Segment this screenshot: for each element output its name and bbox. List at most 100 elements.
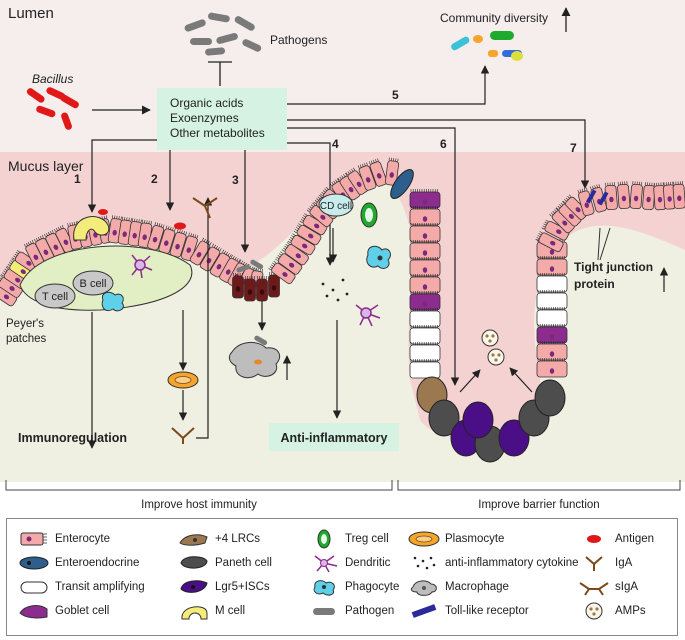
amps-cluster bbox=[481, 329, 505, 366]
legend-item-m-cell: M cell bbox=[177, 601, 245, 621]
enterocyte-cell bbox=[642, 182, 656, 211]
inhibition-line bbox=[208, 61, 232, 86]
paneth-cell bbox=[534, 379, 566, 417]
cytokine-dots bbox=[321, 278, 349, 302]
legend-item-goblet-cell: Goblet cell bbox=[17, 601, 109, 621]
legend-item-toll-like-receptor: Toll-like receptor bbox=[407, 601, 529, 621]
crypt-wall-cell bbox=[536, 358, 568, 378]
step-5: 5 bbox=[392, 88, 399, 102]
metabolites-box bbox=[157, 88, 287, 150]
phagocyte-2-nucleus bbox=[377, 255, 383, 261]
legend-label: Plasmocyte bbox=[445, 533, 505, 545]
legend-label: Antigen bbox=[615, 533, 655, 545]
step-2: 2 bbox=[151, 172, 158, 186]
legend-item-lrc: +4 LRCs bbox=[177, 529, 260, 549]
transit-amplifying-cell bbox=[409, 342, 441, 362]
siga-molecule bbox=[192, 197, 218, 219]
enterocyte-cell bbox=[662, 181, 677, 210]
metabolite-other: Other metabolites bbox=[170, 126, 265, 140]
transit-amplifying-cell bbox=[409, 359, 441, 379]
treg-cell-icon bbox=[307, 529, 341, 549]
m-cell-icon bbox=[177, 601, 211, 621]
enterocyte-cell bbox=[268, 260, 296, 284]
antigen-1 bbox=[98, 209, 108, 215]
legend-label: Pathogen bbox=[345, 605, 395, 617]
legend-item-pathogen: Pathogen bbox=[307, 601, 394, 621]
treg-cell-nucleus bbox=[365, 208, 373, 222]
macrophage bbox=[228, 342, 281, 379]
tight-junction-pointer bbox=[597, 227, 611, 261]
transit-amplifying-cell bbox=[409, 308, 441, 328]
macrophage-nucleus bbox=[254, 359, 262, 365]
crypt-wall-cell bbox=[536, 290, 568, 310]
enterocyte-cell bbox=[409, 223, 441, 243]
lumen-region bbox=[0, 0, 685, 152]
crypt-cell bbox=[232, 273, 244, 299]
legend-item-siga: sIgA bbox=[577, 577, 638, 597]
peyers-label-2: patches bbox=[6, 333, 47, 345]
enterocyte-cell bbox=[535, 231, 564, 253]
epithelium bbox=[0, 157, 685, 463]
enterocyte-cell bbox=[385, 157, 399, 186]
legend-item-transit-amplifying: Transit amplifying bbox=[17, 577, 145, 597]
legend-item-enterocyte: Enterocyte bbox=[17, 529, 110, 549]
crypt-wall-cell bbox=[536, 324, 568, 344]
enteroendocrine-cell bbox=[390, 169, 414, 199]
legend-label: sIgA bbox=[615, 581, 639, 593]
legend-label: Paneth cell bbox=[215, 557, 272, 569]
legend-item-dendritic: Dendritic bbox=[307, 553, 390, 573]
enterocyte-cell bbox=[180, 232, 199, 261]
enteroendocrine-icon bbox=[17, 553, 51, 573]
enterocyte-cell bbox=[409, 291, 441, 311]
iga-icon bbox=[577, 553, 611, 573]
crypt-wall-cell bbox=[536, 307, 568, 327]
legend-item-macrophage: Macrophage bbox=[407, 577, 509, 597]
bacillus-label: Bacillus bbox=[32, 72, 73, 86]
legend-label: Macrophage bbox=[445, 581, 509, 593]
enterocyte-cell bbox=[617, 181, 631, 210]
enterocyte-cell bbox=[409, 206, 441, 226]
peyers-label-1: Peyer's bbox=[6, 318, 44, 330]
enterocyte-cell bbox=[189, 237, 212, 266]
enterocyte-cell bbox=[629, 181, 643, 210]
pathogens-label: Pathogens bbox=[270, 33, 327, 47]
t-cell-label: T cell bbox=[42, 291, 68, 303]
metabolite-organic-acids: Organic acids bbox=[170, 96, 243, 110]
legend-label: Lgr5+ISCs bbox=[215, 581, 270, 593]
paneth-cell-icon bbox=[177, 553, 211, 573]
community-bacteria bbox=[451, 31, 523, 61]
step-4: 4 bbox=[332, 137, 339, 151]
dendritic-icon bbox=[307, 553, 341, 573]
legend-item-plasmocyte: Plasmocyte bbox=[407, 529, 504, 549]
step-6: 6 bbox=[440, 137, 447, 151]
lgr5-isc-icon bbox=[177, 577, 211, 597]
legend-item-lgr5-isc: Lgr5+ISCs bbox=[177, 577, 270, 597]
toll-like-receptor bbox=[586, 189, 597, 204]
iga-return-arrow bbox=[196, 197, 213, 439]
enterocyte-cell bbox=[409, 257, 441, 277]
enterocyte-cell bbox=[409, 240, 441, 260]
m-cell bbox=[73, 216, 110, 241]
antigen-2 bbox=[174, 222, 186, 230]
legend-label: anti-inflammatory cytokine bbox=[445, 557, 579, 569]
enterocyte-cell bbox=[409, 189, 441, 209]
engulfed-pathogen bbox=[254, 335, 268, 346]
plasmocyte-icon bbox=[407, 529, 441, 549]
anti-inflammatory-box bbox=[269, 423, 399, 451]
crypt-wall-cell bbox=[536, 341, 568, 361]
legend-label: Goblet cell bbox=[55, 605, 110, 617]
legend-item-antigen: Antigen bbox=[577, 529, 654, 549]
bacillus-bacteria bbox=[26, 87, 79, 130]
step-1: 1 bbox=[74, 172, 81, 186]
crypt-wall-cell bbox=[536, 273, 568, 293]
legend-label: Transit amplifying bbox=[55, 581, 145, 593]
pathogens-cluster bbox=[184, 12, 262, 56]
legend-label: M cell bbox=[215, 605, 246, 617]
improve-host-immunity-label: Improve host immunity bbox=[141, 499, 257, 511]
toll-like-receptor-icon bbox=[407, 601, 441, 621]
b-cell-label: B cell bbox=[80, 278, 107, 290]
barrier-bracket bbox=[397, 480, 681, 491]
community-diversity-label: Community diversity bbox=[440, 11, 548, 25]
toll-like-receptor bbox=[598, 191, 609, 206]
